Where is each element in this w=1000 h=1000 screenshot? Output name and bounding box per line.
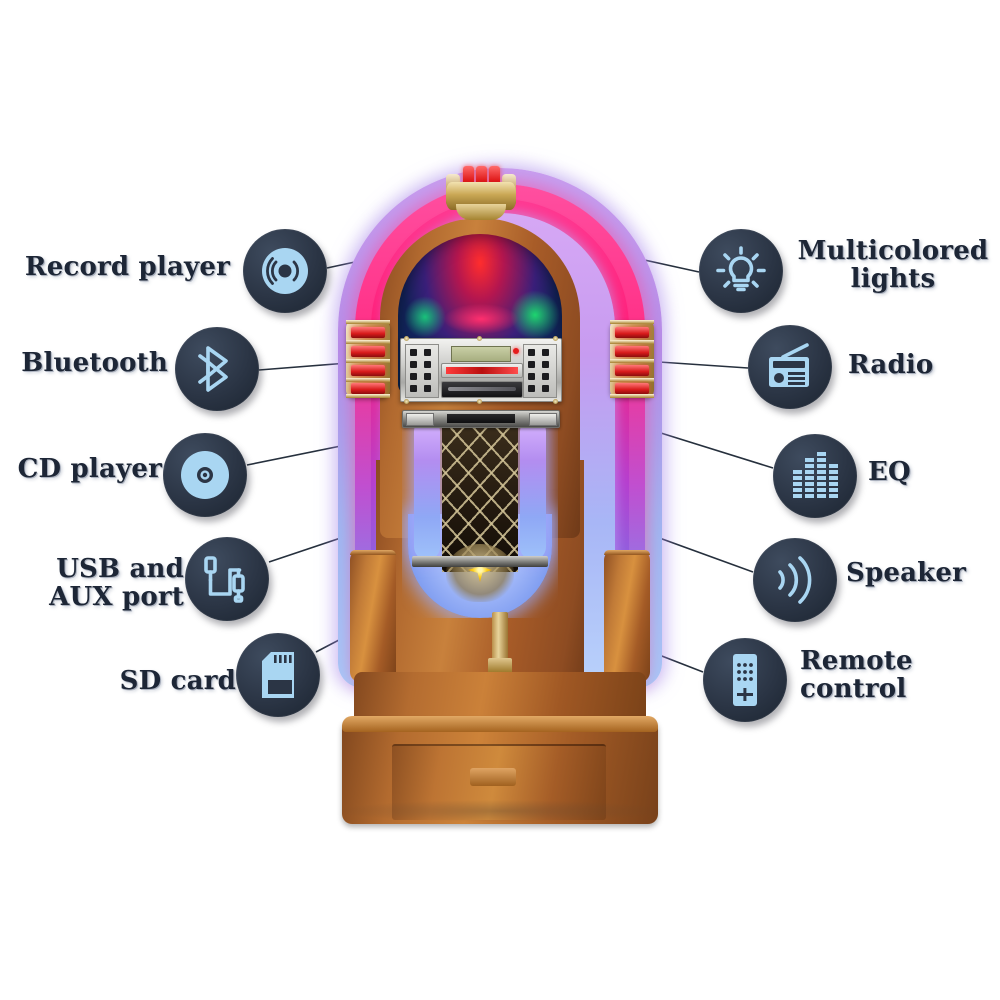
radio-label: Radio xyxy=(848,350,934,380)
right-light-grill xyxy=(610,320,654,398)
equalizer-icon xyxy=(793,452,838,498)
cassette-slot xyxy=(441,381,523,398)
record-player-badge[interactable] xyxy=(243,229,327,313)
grille-top-trim xyxy=(402,410,560,428)
grille-bottom-trim xyxy=(412,556,548,567)
speaker-badge[interactable] xyxy=(753,538,837,622)
compact-disc-icon xyxy=(181,451,229,499)
bluetooth-label: Bluetooth xyxy=(21,348,168,378)
record-player-label: Record player xyxy=(24,252,230,282)
radio-badge[interactable] xyxy=(748,325,832,409)
power-led xyxy=(513,348,519,354)
remote-control-label-line1: Remote xyxy=(800,646,913,676)
usb-aux-port-label-line1: USB and xyxy=(56,554,184,584)
remote-control-label: Remote control xyxy=(800,646,950,704)
light-bulb-icon xyxy=(716,246,766,292)
remote-control-label-line2: control xyxy=(800,673,907,704)
left-column xyxy=(350,550,396,682)
drawer-handle[interactable] xyxy=(470,768,516,786)
radio-icon xyxy=(769,343,809,387)
deck-display xyxy=(451,346,511,362)
usb-aux-port-badge[interactable] xyxy=(185,537,269,621)
multicolored-lights-label-line1: Multicolored xyxy=(797,236,989,266)
left-light-grill xyxy=(346,320,390,398)
multicolored-lights-label: Multicolored lights xyxy=(795,236,991,294)
usb-aux-port-label: USB and AUX port xyxy=(16,554,184,612)
cd-player-badge[interactable] xyxy=(163,433,247,517)
right-column xyxy=(604,550,650,682)
usb-cable-icon xyxy=(204,556,245,603)
speaker-waves-icon xyxy=(778,556,812,604)
jukebox-illustration xyxy=(318,160,682,830)
center-pilaster xyxy=(488,612,512,674)
cd-radio-cassette-deck xyxy=(400,336,562,404)
speaker-label: Speaker xyxy=(846,558,966,588)
sd-card-label: SD card xyxy=(119,666,236,696)
remote-control-badge[interactable] xyxy=(703,638,787,722)
bluetooth-icon xyxy=(198,346,228,392)
multicolored-lights-badge[interactable] xyxy=(699,229,783,313)
floor-shadow xyxy=(340,800,662,822)
usb-aux-port-label-line2: AUX port xyxy=(49,581,184,612)
cd-player-label: CD player xyxy=(17,454,162,484)
speaker-grille xyxy=(402,418,558,618)
crown-ornament xyxy=(446,160,516,222)
multicolored-lights-label-line2: lights xyxy=(850,263,936,294)
sd-card-icon xyxy=(262,652,294,698)
eq-badge[interactable] xyxy=(773,434,857,518)
vinyl-record-icon xyxy=(262,248,308,294)
sd-card-badge[interactable] xyxy=(236,633,320,717)
remote-control-icon xyxy=(733,654,757,706)
plinth-lip xyxy=(342,716,658,732)
bluetooth-badge[interactable] xyxy=(175,327,259,411)
cd-tray xyxy=(441,363,523,378)
eq-label: EQ xyxy=(868,457,911,487)
